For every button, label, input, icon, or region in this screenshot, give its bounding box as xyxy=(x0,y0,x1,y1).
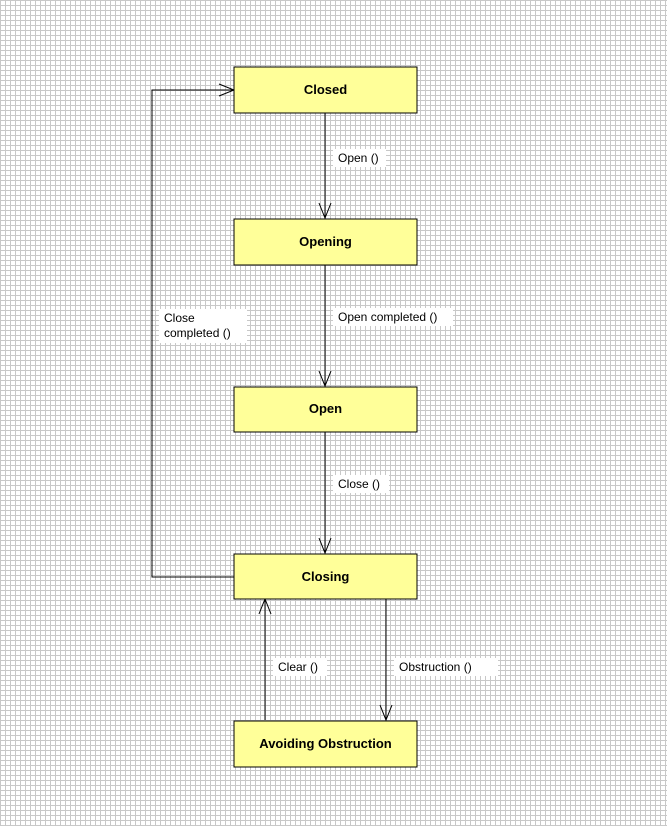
svg-text:Closed: Closed xyxy=(304,82,347,97)
svg-text:Avoiding Obstruction: Avoiding Obstruction xyxy=(259,736,391,751)
transition-label-close-completed: Close completed () xyxy=(159,309,247,343)
arrowhead-closing xyxy=(318,537,332,555)
transition-label-clear: Clear () xyxy=(273,658,327,676)
state-opening[interactable]: Opening xyxy=(233,218,418,266)
svg-text:Opening: Opening xyxy=(299,234,352,249)
state-avoiding-obstruction[interactable]: Avoiding Obstruction xyxy=(233,720,418,768)
transition-label-open: Open () xyxy=(333,149,386,167)
transition-label-close: Close () xyxy=(333,475,389,493)
svg-text:Close: Close xyxy=(164,311,195,325)
edge-closing-to-closed xyxy=(151,89,234,578)
svg-text:Open: Open xyxy=(309,401,342,416)
arrowhead-avoiding xyxy=(379,704,393,722)
arrowhead-open xyxy=(318,370,332,388)
svg-text:completed (): completed () xyxy=(164,326,231,340)
transition-label-obstruction: Obstruction () xyxy=(394,658,498,676)
arrowhead-opening xyxy=(318,202,332,220)
state-closed[interactable]: Closed xyxy=(233,66,418,114)
state-closing[interactable]: Closing xyxy=(233,553,418,600)
svg-text:Open (): Open () xyxy=(338,151,379,165)
svg-text:Open completed (): Open completed () xyxy=(338,310,437,324)
svg-text:Closing: Closing xyxy=(302,569,350,584)
svg-text:Obstruction (): Obstruction () xyxy=(399,660,472,674)
svg-text:Clear (): Clear () xyxy=(278,660,318,674)
transition-label-open-completed: Open completed () xyxy=(333,308,453,326)
svg-text:Close (): Close () xyxy=(338,477,380,491)
state-open[interactable]: Open xyxy=(233,386,418,433)
